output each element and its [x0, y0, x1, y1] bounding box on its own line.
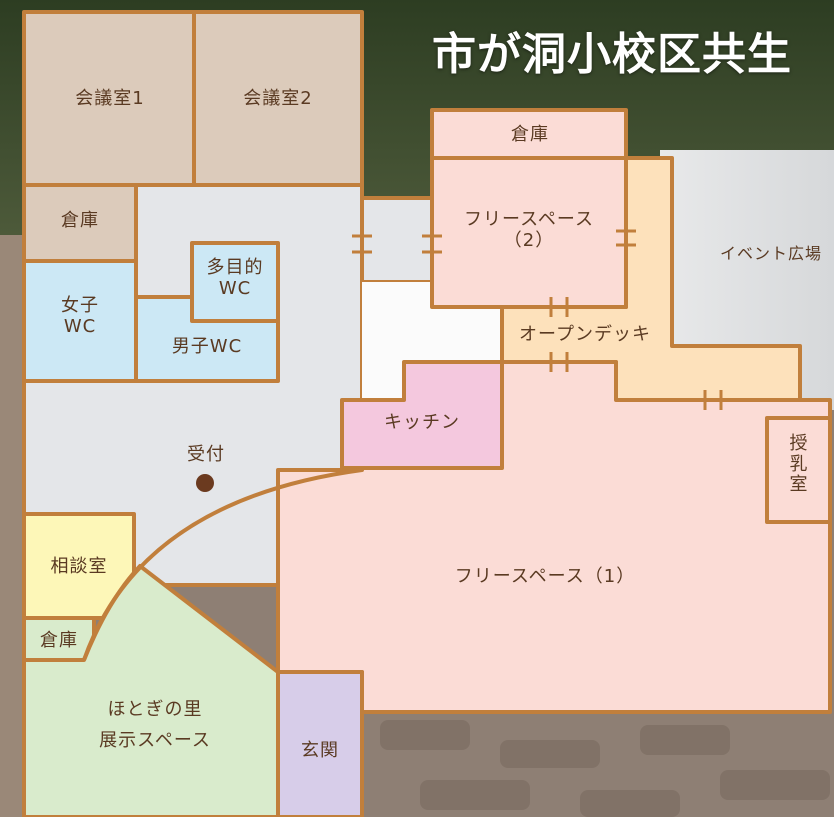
exhibit-line1: ほとぎの里 — [107, 699, 203, 720]
connector — [360, 196, 434, 284]
nursing-room-label: 授 乳 室 — [776, 433, 822, 496]
nursing-line2: 乳 — [789, 453, 809, 475]
women-wc-line1: 女子 — [61, 295, 99, 316]
multi-purpose-wc-label: 多目的 WC — [194, 257, 276, 299]
multi-wc-line2: WC — [218, 277, 252, 299]
exhibit-line2: 展示スペース — [99, 729, 211, 751]
nursing-line3: 室 — [789, 474, 809, 496]
free-space-2-line1: フリースペース — [464, 209, 594, 230]
storage-bottom-left-label: 倉庫 — [40, 630, 78, 651]
open-deck-label: オープンデッキ — [519, 324, 651, 345]
kitchen-label: キッチン — [384, 412, 460, 433]
multi-purpose-wc — [190, 241, 280, 323]
reception-label: 受付 — [187, 444, 225, 465]
meeting-room-2-label: 会議室2 — [243, 88, 313, 109]
storage-top-left-label: 倉庫 — [61, 210, 99, 231]
meeting-room-1-label: 会議室1 — [75, 88, 145, 109]
event-plaza-label: イベント広場 — [719, 244, 822, 263]
reception-marker — [196, 474, 214, 492]
free-space-2-label: フリースペース （2） — [440, 209, 618, 251]
page-title: 市が洞小校区共生 — [432, 29, 792, 80]
entrance-label: 玄関 — [301, 740, 339, 761]
exhibit-space-label: ほとぎの里 展示スペース — [70, 699, 240, 751]
consultation-label: 相談室 — [50, 556, 108, 577]
nursing-line1: 授 — [789, 433, 809, 454]
multi-wc-line1: 多目的 — [206, 257, 264, 278]
free-space-2-line2: （2） — [503, 229, 555, 251]
women-wc-line2: WC — [63, 315, 97, 337]
free-space-1-label: フリースペース（1） — [454, 566, 636, 587]
storage-top-mid-label: 倉庫 — [511, 124, 549, 145]
nursing-room — [765, 416, 832, 524]
reception-curve — [82, 468, 363, 661]
women-wc-label: 女子 WC — [34, 295, 126, 337]
entrance-room — [276, 670, 364, 817]
kitchen-room — [340, 360, 504, 470]
men-wc-label: 男子WC — [171, 336, 243, 357]
storage-top-left — [22, 183, 138, 263]
meeting-room-2 — [192, 10, 364, 187]
